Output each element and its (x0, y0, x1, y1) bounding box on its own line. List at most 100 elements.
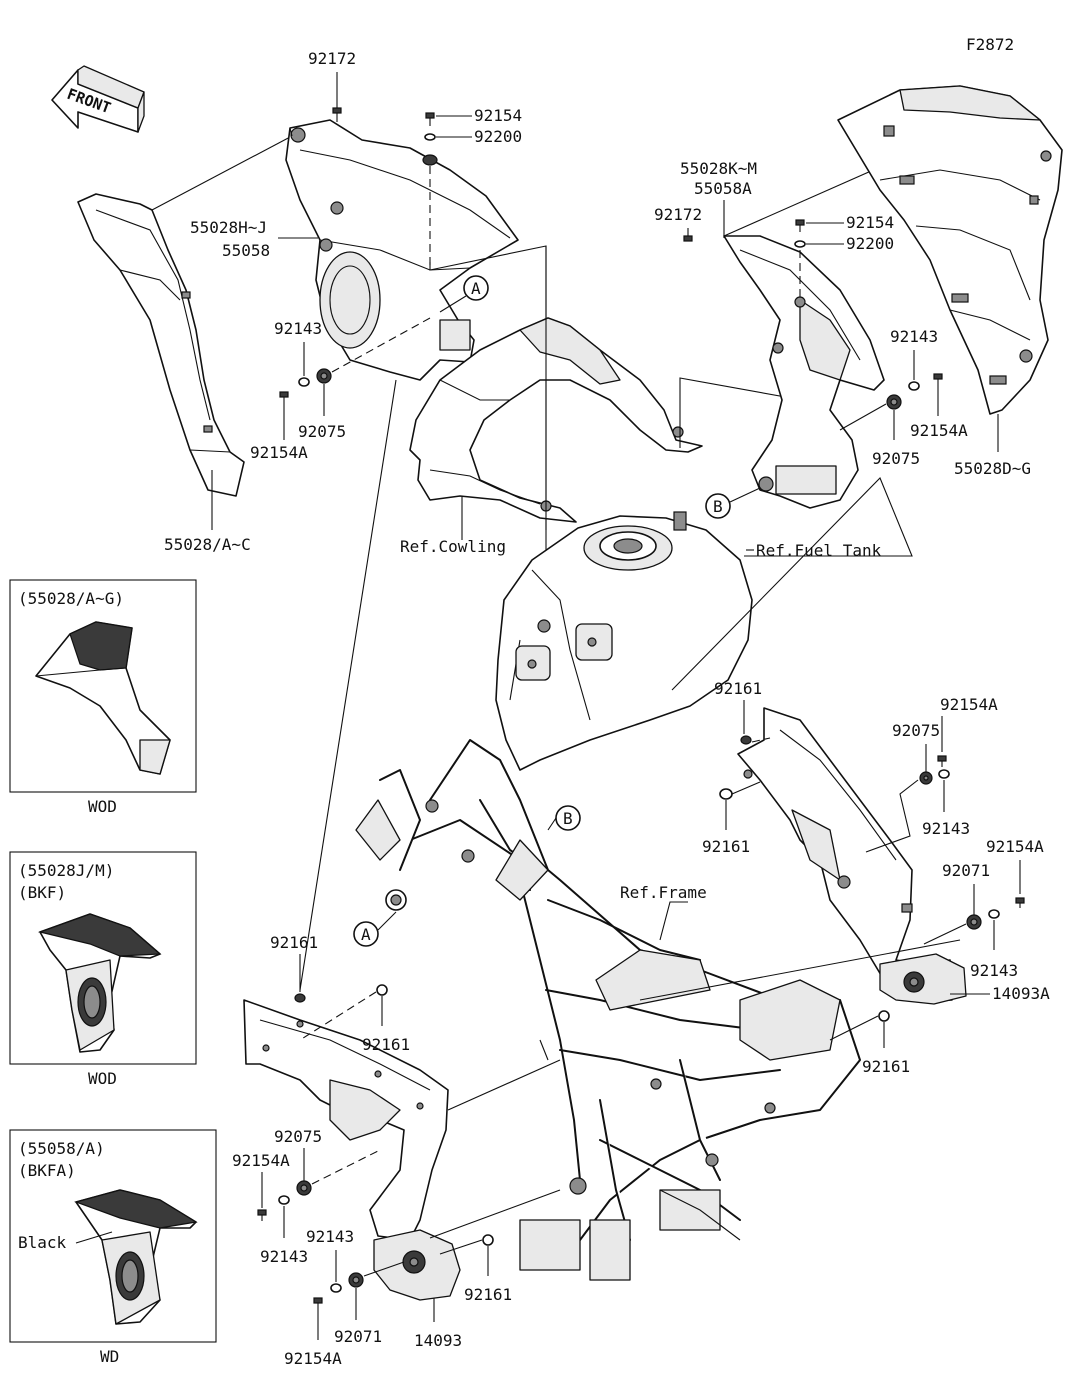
label-55028km: 55028K~M (680, 159, 757, 178)
callout-a-frame-text: A (361, 925, 371, 944)
label-92172-right: 92172 (654, 205, 702, 224)
grommet-92161-l1 (294, 993, 306, 1003)
inset-2-footer: WOD (88, 1069, 117, 1088)
label-55028ac: 55028/A~C (164, 535, 251, 554)
callout-a-frame (353, 921, 379, 947)
label-55028hj: 55028H~J (190, 218, 267, 237)
label-92154-top-right: 92154 (846, 213, 894, 232)
inset-3-footer: WD (100, 1347, 119, 1366)
label-92154a-r3: 92154A (940, 695, 998, 714)
label-92161-l5: 92161 (464, 1285, 512, 1304)
ref-cowling: Ref.Cowling (400, 537, 506, 556)
label-92143-l4: 92143 (306, 1227, 354, 1246)
label-92071-r4: 92071 (942, 861, 990, 880)
damper-14093a (879, 953, 967, 1005)
callout-a-top (463, 275, 489, 301)
label-92143-upper-right: 92143 (890, 327, 938, 346)
label-92075-upper-left: 92075 (298, 422, 346, 441)
inset-3-sub: (BKFA) (18, 1161, 76, 1180)
collar-92143-r3 (938, 769, 950, 779)
label-92143-r3: 92143 (922, 819, 970, 838)
cowling-bracket (409, 317, 703, 523)
inset-1-footer: WOD (88, 797, 117, 816)
label-55058a: 55058A (694, 179, 752, 198)
label-92075-l3: 92075 (274, 1127, 322, 1146)
label-55058: 55058 (222, 241, 270, 260)
grommet-92071-l4 (348, 1272, 364, 1288)
inner-cowl-right (723, 235, 885, 509)
label-92161-l1: 92161 (270, 933, 318, 952)
label-92172-left: 92172 (308, 49, 356, 68)
washer-92200-top-left (424, 133, 436, 141)
screw-92154a-l4 (313, 1297, 323, 1310)
grommet-92161-r2 (719, 788, 733, 800)
grommet-92071-r4 (966, 914, 982, 930)
label-92071-l4: 92071 (334, 1327, 382, 1346)
label-92143-upper-left: 92143 (274, 319, 322, 338)
label-92154a-upper-right: 92154A (910, 421, 968, 440)
label-92200-top-right: 92200 (846, 234, 894, 253)
screw-92172-left (332, 107, 342, 122)
screw-92154a-upper-right (933, 373, 943, 386)
grommet-92161-l5 (482, 1234, 494, 1246)
callout-b-top (705, 493, 731, 519)
label-92161-r2: 92161 (702, 837, 750, 856)
ref-fuel-tank: Ref.Fuel Tank (756, 541, 882, 560)
label-92161-r1: 92161 (714, 679, 762, 698)
collar-92143-l4 (330, 1283, 342, 1293)
screw-92154a-r3 (937, 755, 947, 767)
inset-55058-a: (55058/A) (BKFA) Black (9, 1129, 217, 1343)
label-92154-top-left: 92154 (474, 106, 522, 125)
figure-code: F2872 (966, 35, 1014, 54)
grommet-92075-l3 (296, 1180, 312, 1196)
inset-2-sub: (BKF) (18, 883, 66, 902)
screw-92154-top-right (795, 219, 805, 232)
screw-92154a-r4 (1015, 897, 1025, 908)
washer-92200-top-right (794, 240, 806, 248)
grommet-92075-upper-right (886, 394, 902, 410)
inset-1-header: (55028/A~G) (18, 589, 124, 608)
label-14093a: 14093A (992, 984, 1050, 1003)
screw-92154a-upper-left (279, 391, 289, 404)
grommet-92075-upper-left (316, 368, 332, 384)
collar-92143-upper-left (298, 377, 310, 387)
side-cowl-right (837, 85, 1063, 415)
screw-92154a-l3 (257, 1209, 267, 1221)
label-92143-l3: 92143 (260, 1247, 308, 1266)
screw-92172-right (683, 235, 693, 242)
lower-bracket-left (243, 999, 449, 1241)
inset-55028-a-g: (55028/A~G) (9, 579, 197, 793)
collar-92143-upper-right (908, 381, 920, 391)
inset-2-header: (55028J/M) (18, 861, 114, 880)
label-92161-r5: 92161 (862, 1057, 910, 1076)
grommet-92161-r1 (740, 735, 752, 745)
label-55028dg: 55028D~G (954, 459, 1031, 478)
collar-92143-l3 (278, 1195, 290, 1205)
label-92075-upper-right: 92075 (872, 449, 920, 468)
screw-92154-top-left (425, 112, 435, 126)
label-14093: 14093 (414, 1331, 462, 1350)
inset-3-header: (55058/A) (18, 1139, 105, 1158)
grommet-92161-r5 (878, 1010, 890, 1022)
ref-frame: Ref.Frame (620, 883, 707, 902)
label-92154a-upper-left: 92154A (250, 443, 308, 462)
label-92161-l2: 92161 (362, 1035, 410, 1054)
label-92143-r4: 92143 (970, 961, 1018, 980)
main-frame (355, 739, 861, 1281)
inset-3-note: Black (18, 1233, 67, 1252)
collar-92143-r4 (988, 909, 1000, 919)
grommet-92161-l2 (376, 984, 388, 996)
callout-a-top-text: A (471, 279, 481, 298)
label-92154a-l4: 92154A (284, 1349, 342, 1368)
label-92154a-l3: 92154A (232, 1151, 290, 1170)
front-arrow-icon: FRONT (51, 65, 145, 133)
inset-55028-j-m: (55028J/M) (BKF) (9, 851, 197, 1065)
callout-b-frame (555, 805, 581, 831)
side-cowl-left (77, 193, 245, 497)
inner-cowl-left (285, 119, 519, 381)
grommet-92075-r3 (919, 771, 933, 785)
callout-b-top-text: B (713, 497, 723, 516)
damper-14093 (373, 1229, 461, 1301)
